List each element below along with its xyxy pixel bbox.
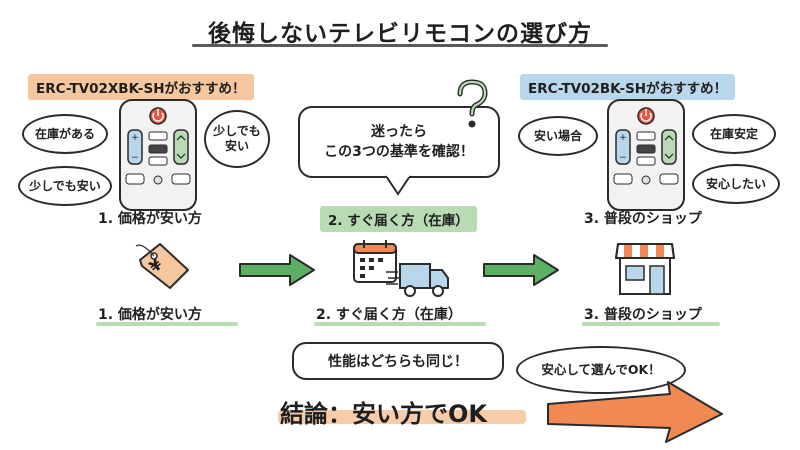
arrow-right-icon-big [547,381,723,443]
criterion-price-top: 1. 価格が安い方 [98,211,202,227]
svg-text:−: − [131,153,139,163]
bubble-cheap-case: 安い場合 [518,116,598,156]
criterion-stock-underline [314,322,486,326]
bubble-want-safety: 安心したい [692,164,780,204]
criterion-shop-underline [582,322,720,326]
page-title: 後悔しないテレビリモコンの選び方 [208,21,592,47]
remote-control-icon-right: + − [607,99,685,211]
arrow-right-icon-1 [239,254,315,286]
criterion-stock-bottom: 2. すぐ届く方（在庫） [316,307,462,323]
question-mark-icon [457,79,488,128]
question-box-tail [385,173,411,196]
conclusion-text: 結論：安い方でOK [280,400,487,428]
bubble-cheaper-2: 少しでも 安い [204,110,270,168]
title-underline [192,44,608,47]
criterion-stock-top: 2. すぐ届く方（在庫） [320,206,477,232]
ok-bubble: 安心して選んでOK！ [516,346,686,394]
criterion-price-bottom: 1. 価格が安い方 [98,307,202,323]
arrow-right-icon-2 [483,254,559,286]
svg-text:+: + [619,133,627,143]
right-recommend-label: ERC-TV02BK-SHがおすすめ！ [520,74,736,100]
criterion-shop-top: 3. 普段のショップ [584,211,702,227]
price-tag-icon [135,243,189,289]
delivery-truck-icon [386,263,449,297]
question-box: 迷ったら この3つの基準を確認！ [298,106,500,178]
bubble-cheaper: 少しでも安い [18,166,112,206]
criterion-price-underline [96,322,238,326]
svg-text:−: − [619,153,627,163]
bubble-in-stock: 在庫がある [22,114,108,154]
shop-icon [615,243,675,295]
svg-text:+: + [131,133,139,143]
conclusion-highlight [278,410,526,424]
same-performance-box: 性能はどちらも同じ！ [292,342,504,380]
criterion-shop-bottom: 3. 普段のショップ [584,307,702,323]
remote-control-icon-left: + − [119,99,197,211]
left-recommend-label: ERC-TV02XBK-SHがおすすめ！ [28,74,254,100]
calendar-icon [353,240,397,283]
bubble-stable-stock: 在庫安定 [692,114,776,154]
